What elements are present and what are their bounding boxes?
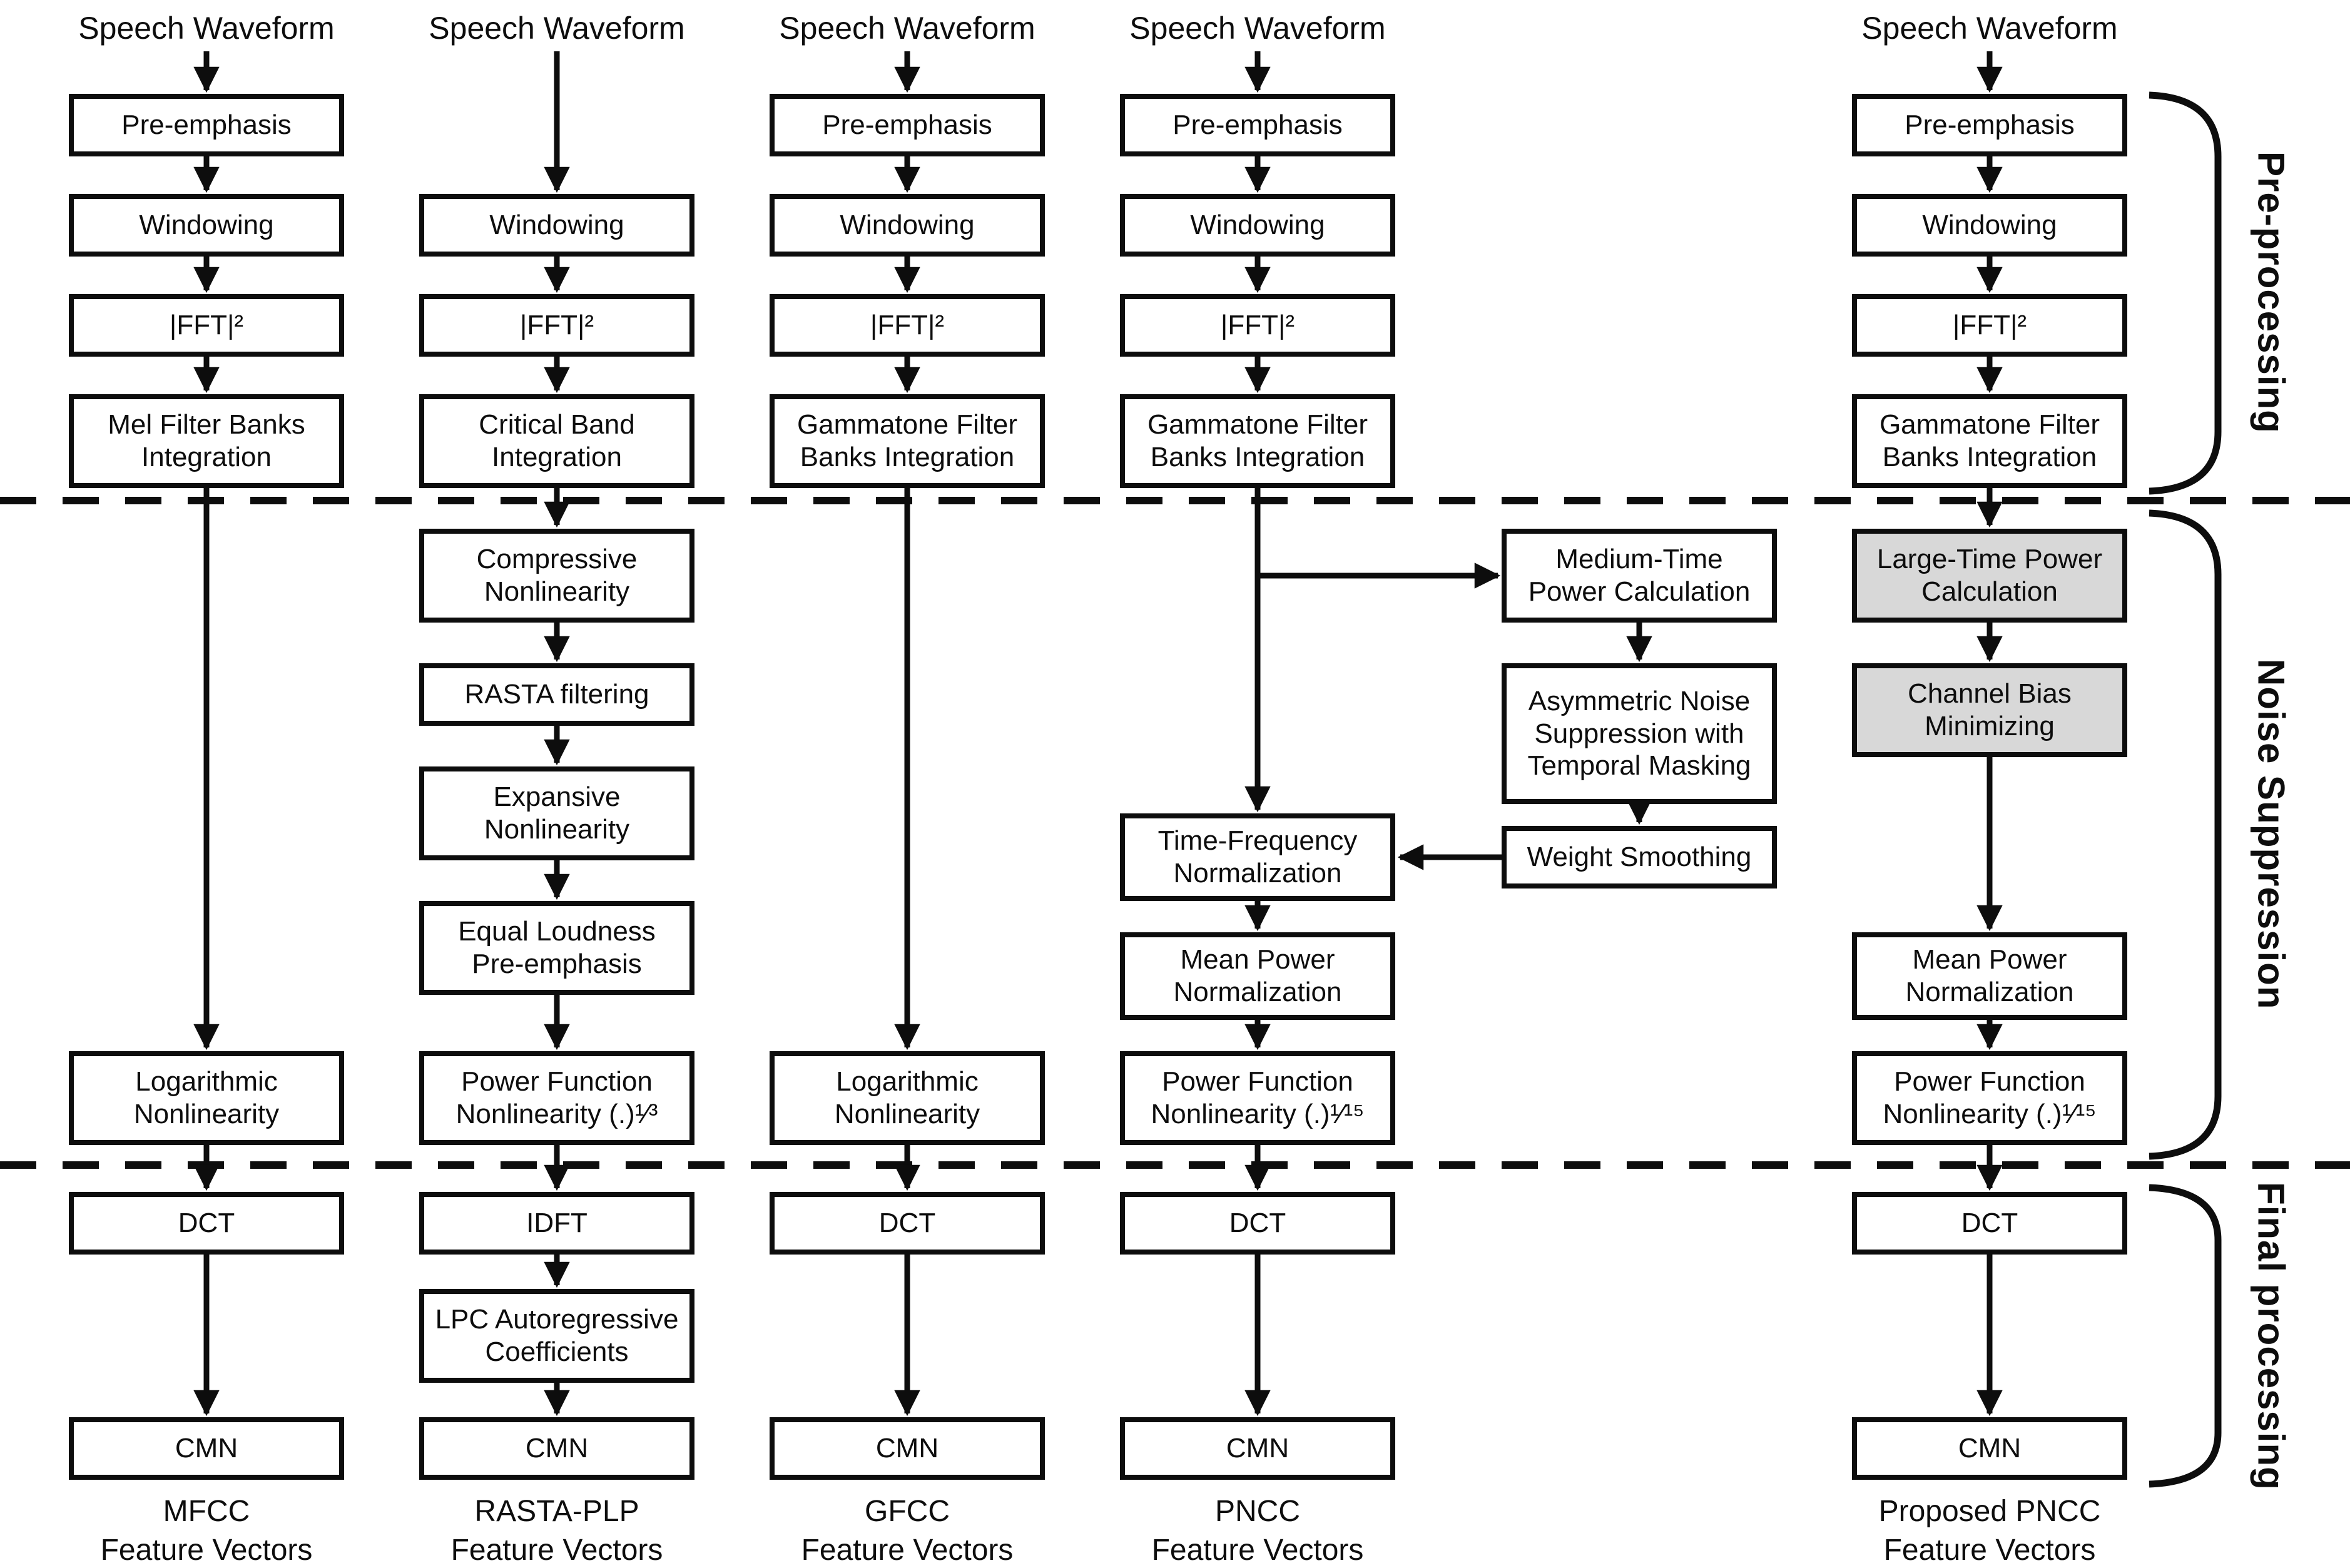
box-mfcc-dct: DCT [69, 1192, 344, 1255]
bracket-noise-suppression [2149, 509, 2222, 1160]
output-label-mfcc: MFCC Feature Vectors [19, 1492, 394, 1568]
box-proposed-dct: DCT [1852, 1192, 2127, 1255]
output-label-proposed-pncc: Proposed PNCC Feature Vectors [1802, 1492, 2177, 1568]
output-label-pncc: PNCC Feature Vectors [1070, 1492, 1445, 1568]
flow-arrows [193, 51, 2003, 1417]
bracket-final-processing [2149, 1184, 2222, 1488]
box-proposed-cmn: CMN [1852, 1417, 2127, 1480]
section-label-final-processing: Final processing [2250, 1181, 2292, 1490]
box-gfcc-dct: DCT [770, 1192, 1045, 1255]
output-name-gfcc: GFCC [865, 1495, 950, 1528]
source-title-rastaplp: Speech Waveform [429, 11, 685, 46]
box-pncc-fft-squared: |FFT|² [1120, 294, 1395, 357]
box-proposed-large-time-power: Large-Time Power Calculation [1852, 529, 2127, 623]
output-name-rastaplp: RASTA-PLP [474, 1495, 639, 1528]
section-label-noise-suppression: Noise Suppression [2250, 658, 2292, 1010]
box-weight-smoothing: Weight Smoothing [1502, 826, 1777, 888]
box-proposed-pre-emphasis: Pre-emphasis [1852, 94, 2127, 156]
output-suffix: Feature Vectors [1151, 1534, 1364, 1567]
box-mfcc-cmn: CMN [69, 1417, 344, 1480]
box-proposed-fft-squared: |FFT|² [1852, 294, 2127, 357]
box-gfcc-logarithmic-nonlinearity: Logarithmic Nonlinearity [770, 1051, 1045, 1145]
box-pncc-windowing: Windowing [1120, 194, 1395, 257]
output-name-proposed-pncc: Proposed PNCC [1878, 1495, 2101, 1528]
box-gfcc-gammatone-filter-banks: Gammatone Filter Banks Integration [770, 394, 1045, 488]
output-name-mfcc: MFCC [163, 1495, 250, 1528]
output-label-gfcc: GFCC Feature Vectors [720, 1492, 1095, 1568]
box-mfcc-fft-squared: |FFT|² [69, 294, 344, 357]
box-proposed-mean-power-normalization: Mean Power Normalization [1852, 932, 2127, 1020]
box-pncc-power-function-1-15: Power Function Nonlinearity (.)¹⁄¹⁵ [1120, 1051, 1395, 1145]
source-title-mfcc: Speech Waveform [78, 11, 335, 46]
output-suffix: Feature Vectors [1883, 1534, 2096, 1567]
box-asymmetric-noise-suppression: Asymmetric Noise Suppression with Tempor… [1502, 663, 1777, 804]
box-gfcc-windowing: Windowing [770, 194, 1045, 257]
box-mfcc-mel-filter-banks: Mel Filter Banks Integration [69, 394, 344, 488]
box-proposed-power-function-1-15: Power Function Nonlinearity (.)¹⁄¹⁵ [1852, 1051, 2127, 1145]
box-pncc-time-frequency-normalization: Time-Frequency Normalization [1120, 813, 1395, 901]
output-label-rastaplp: RASTA-PLP Feature Vectors [369, 1492, 745, 1568]
box-proposed-gammatone-filter-banks: Gammatone Filter Banks Integration [1852, 394, 2127, 488]
output-suffix: Feature Vectors [450, 1534, 663, 1567]
box-rastaplp-power-function-1-3: Power Function Nonlinearity (.)¹⁄³ [419, 1051, 694, 1145]
box-rastaplp-idft: IDFT [419, 1192, 694, 1255]
bracket-preprocessing [2149, 91, 2222, 495]
output-name-pncc: PNCC [1214, 1495, 1300, 1528]
box-mfcc-windowing: Windowing [69, 194, 344, 257]
source-title-proposed: Speech Waveform [1861, 11, 2118, 46]
box-rastaplp-cmn: CMN [419, 1417, 694, 1480]
source-title-gfcc: Speech Waveform [779, 11, 1035, 46]
box-proposed-windowing: Windowing [1852, 194, 2127, 257]
section-label-preprocessing: Pre-processing [2250, 151, 2292, 434]
box-pncc-gammatone-filter-banks: Gammatone Filter Banks Integration [1120, 394, 1395, 488]
box-medium-time-power: Medium-Time Power Calculation [1502, 529, 1777, 623]
box-proposed-channel-bias-minimizing: Channel Bias Minimizing [1852, 663, 2127, 757]
box-rastaplp-lpc-autoregressive: LPC Autoregressive Coefficients [419, 1289, 694, 1383]
box-rastaplp-rasta-filtering: RASTA filtering [419, 663, 694, 726]
box-rastaplp-windowing: Windowing [419, 194, 694, 257]
box-mfcc-pre-emphasis: Pre-emphasis [69, 94, 344, 156]
box-pncc-mean-power-normalization: Mean Power Normalization [1120, 932, 1395, 1020]
box-pncc-dct: DCT [1120, 1192, 1395, 1255]
box-rastaplp-compressive-nonlinearity: Compressive Nonlinearity [419, 529, 694, 623]
box-gfcc-cmn: CMN [770, 1417, 1045, 1480]
box-mfcc-logarithmic-nonlinearity: Logarithmic Nonlinearity [69, 1051, 344, 1145]
section-brackets [2149, 91, 2222, 1488]
output-suffix: Feature Vectors [100, 1534, 313, 1567]
box-pncc-cmn: CMN [1120, 1417, 1395, 1480]
box-rastaplp-critical-band: Critical Band Integration [419, 394, 694, 488]
box-rastaplp-equal-loudness: Equal Loudness Pre-emphasis [419, 901, 694, 995]
box-rastaplp-fft-squared: |FFT|² [419, 294, 694, 357]
box-pncc-pre-emphasis: Pre-emphasis [1120, 94, 1395, 156]
box-gfcc-pre-emphasis: Pre-emphasis [770, 94, 1045, 156]
source-title-pncc: Speech Waveform [1129, 11, 1386, 46]
output-suffix: Feature Vectors [801, 1534, 1014, 1567]
box-rastaplp-expansive-nonlinearity: Expansive Nonlinearity [419, 766, 694, 860]
box-gfcc-fft-squared: |FFT|² [770, 294, 1045, 357]
